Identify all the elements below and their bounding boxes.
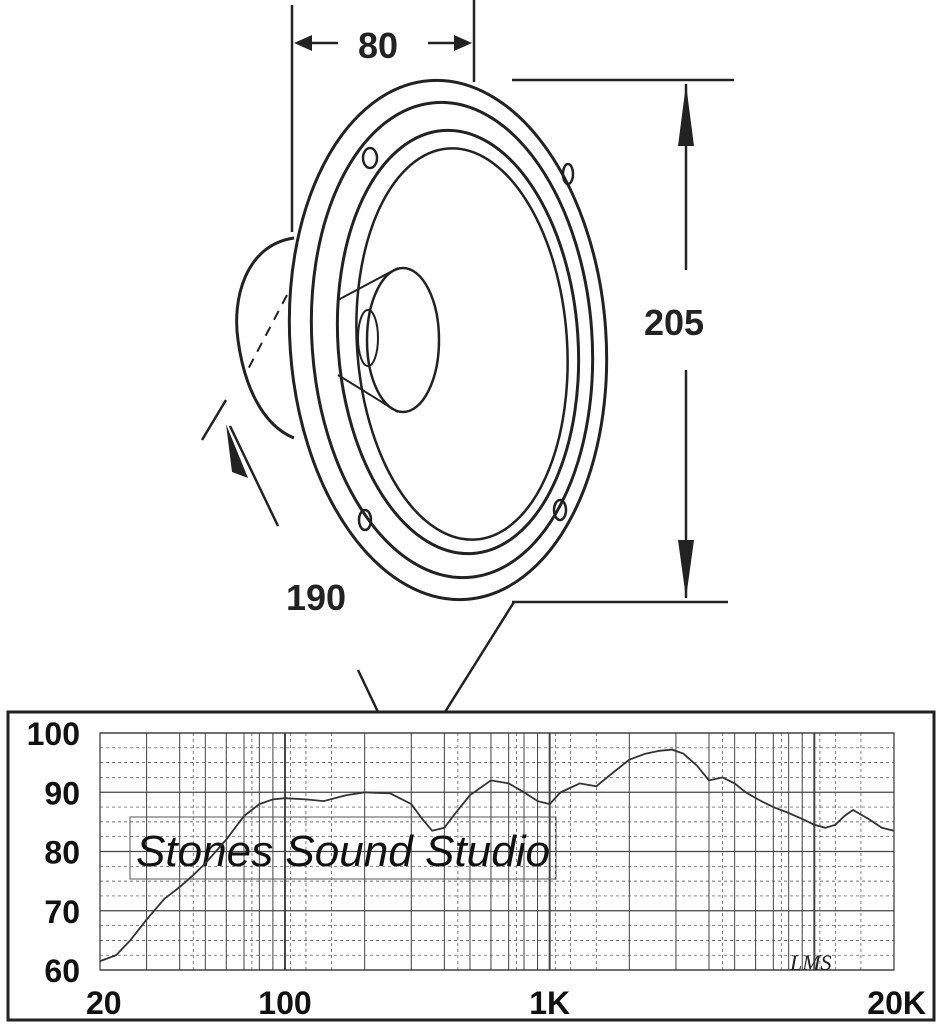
dimension-depth xyxy=(290,0,476,232)
diameter-label: 190 xyxy=(286,577,346,618)
height-label: 205 xyxy=(644,302,704,343)
mount-line xyxy=(244,294,288,376)
dimension-diameter xyxy=(200,399,280,527)
mount-hole xyxy=(357,508,373,532)
mount-hole xyxy=(561,162,575,186)
callout-lines xyxy=(356,601,516,713)
x-tick-label: 1K xyxy=(529,985,570,1021)
response-curve-series xyxy=(99,748,895,962)
speaker-drawing xyxy=(235,78,609,602)
watermark-box xyxy=(129,816,557,880)
y-tick-label: 90 xyxy=(44,775,80,811)
mount-hole xyxy=(361,146,379,170)
depth-label: 80 xyxy=(358,25,398,66)
y-tick-labels: 100 90 80 70 60 xyxy=(27,716,80,989)
x-tick-labels: 20 100 1K 20K xyxy=(86,985,926,1021)
x-tick-label: 20 xyxy=(86,985,122,1021)
y-tick-label: 80 xyxy=(44,835,80,871)
speaker-surround xyxy=(335,128,581,556)
y-tick-label: 70 xyxy=(44,894,80,930)
speaker-frame-inner xyxy=(309,100,595,580)
speaker-magnet xyxy=(235,236,295,440)
x-tick-label: 100 xyxy=(258,985,311,1021)
plot-area-border xyxy=(99,732,895,971)
mount-hole xyxy=(552,498,568,522)
watermark-text: Stones Sound Studio xyxy=(136,827,550,876)
speaker-frame-outer xyxy=(287,78,609,602)
lms-logo: LMS xyxy=(789,950,832,975)
speaker-cone-edge xyxy=(355,147,569,541)
y-tick-label: 100 xyxy=(27,716,80,752)
speaker-dust-cap xyxy=(365,266,441,414)
speaker-pole xyxy=(357,309,379,367)
y-tick-label: 60 xyxy=(44,953,80,989)
dimension-height xyxy=(512,78,734,604)
speaker-cone-lines xyxy=(337,267,399,413)
x-tick-label: 20K xyxy=(867,985,926,1021)
